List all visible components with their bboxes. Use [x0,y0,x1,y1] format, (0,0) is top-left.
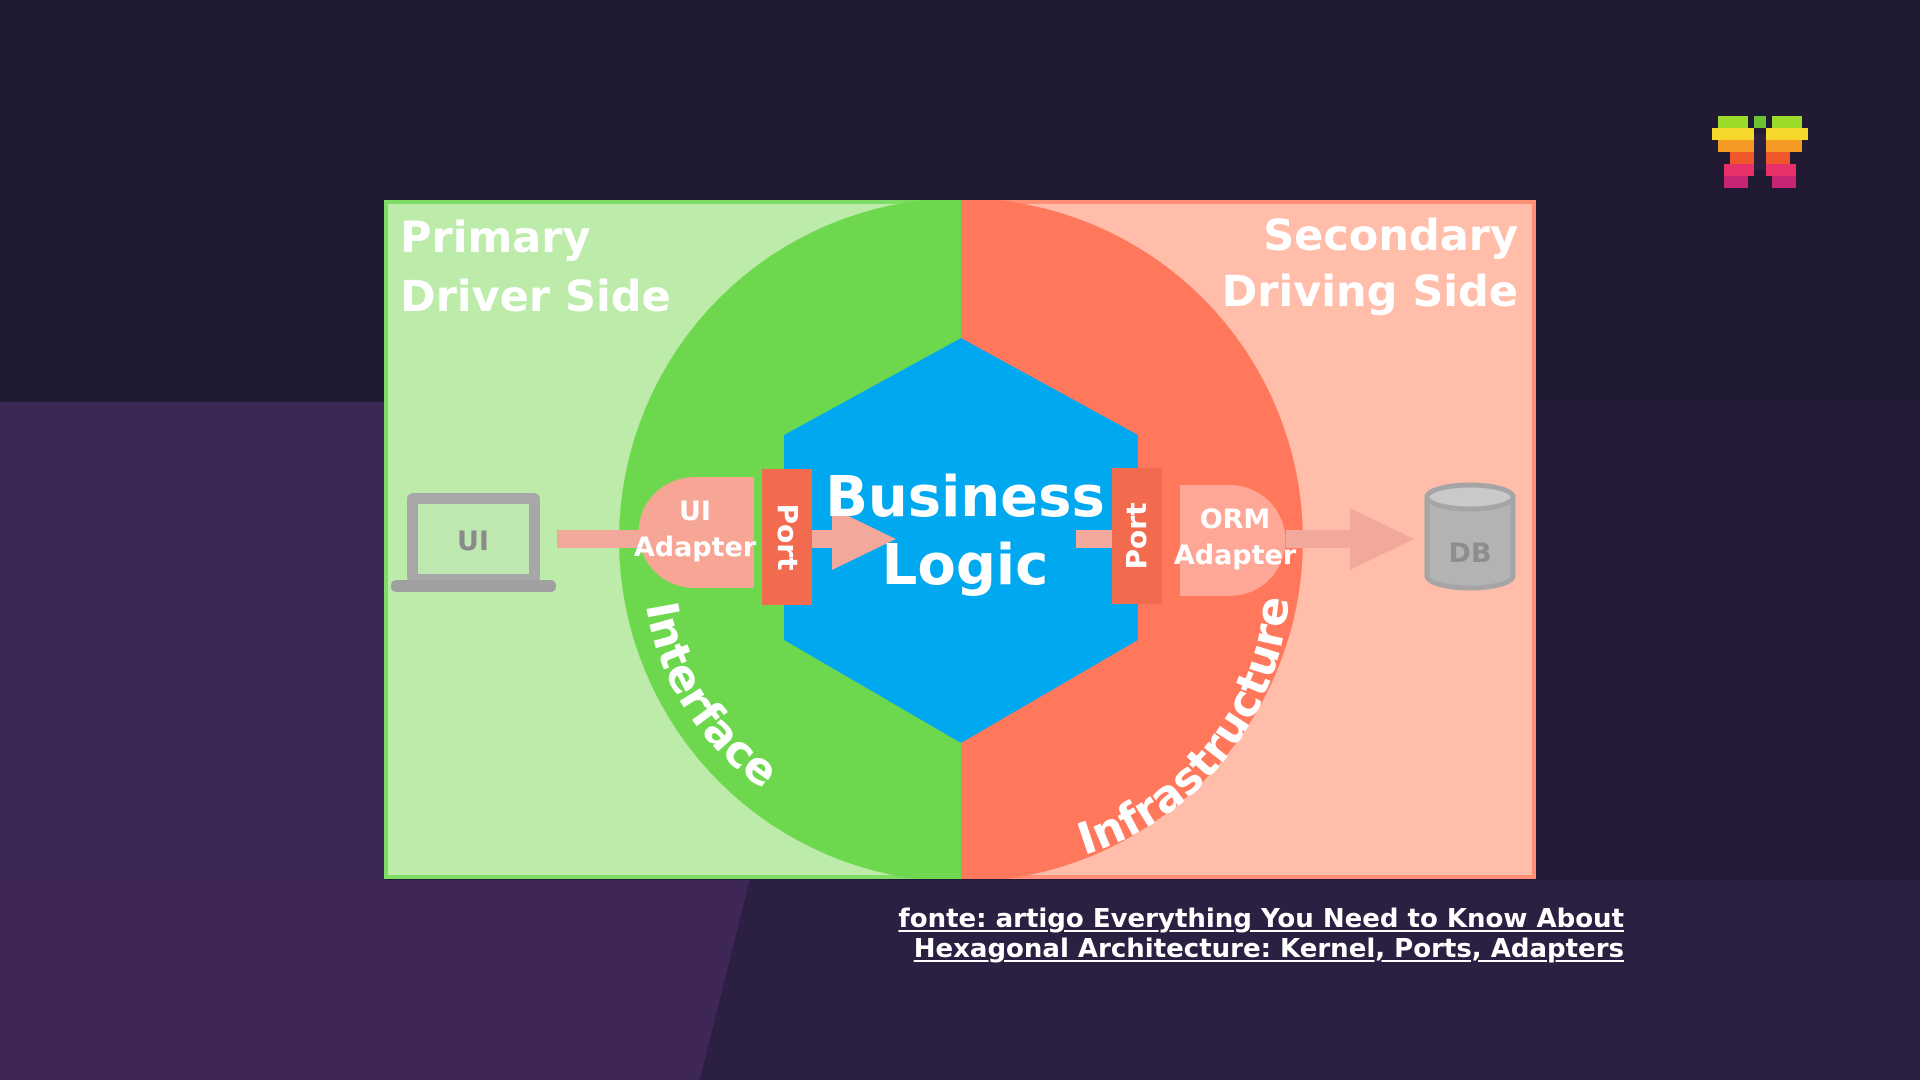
hexagonal-architecture-diagram: UI UI Adapter Port Business Logic Port O… [384,200,1536,879]
svg-text:Adapter: Adapter [634,532,757,563]
svg-text:Port: Port [1120,503,1153,570]
source-caption: fonte: artigo Everything You Need to Kno… [724,904,1624,964]
svg-text:ORM: ORM [1200,504,1271,535]
svg-text:Port: Port [771,504,804,571]
ui-device-label: UI [457,526,489,557]
db-label: DB [1449,538,1492,569]
source-link-line-1[interactable]: fonte: artigo Everything You Need to Kno… [898,904,1624,934]
primary-side-title-2: Driver Side [400,272,671,322]
business-logic-label-2: Logic [882,533,1049,598]
left-arrow-head [832,508,896,570]
pixel-butterfly-icon [1712,116,1808,188]
right-port: Port [1112,468,1162,604]
secondary-side-title-2: Driving Side [1222,267,1518,317]
orm-adapter: ORM Adapter [1174,485,1297,596]
business-logic-label: Business [825,465,1105,530]
database-icon: DB [1424,482,1516,591]
secondary-side-title: Secondary [1263,211,1518,261]
svg-text:UI: UI [679,496,711,527]
left-port: Port [762,469,812,605]
primary-side-title: Primary [400,213,591,263]
source-link-line-2[interactable]: Hexagonal Architecture: Kernel, Ports, A… [913,934,1624,964]
ui-laptop-icon: UI [391,493,556,592]
svg-text:Adapter: Adapter [1174,540,1297,571]
ui-adapter: UI Adapter [634,477,757,588]
right-arrow-head [1350,508,1414,570]
